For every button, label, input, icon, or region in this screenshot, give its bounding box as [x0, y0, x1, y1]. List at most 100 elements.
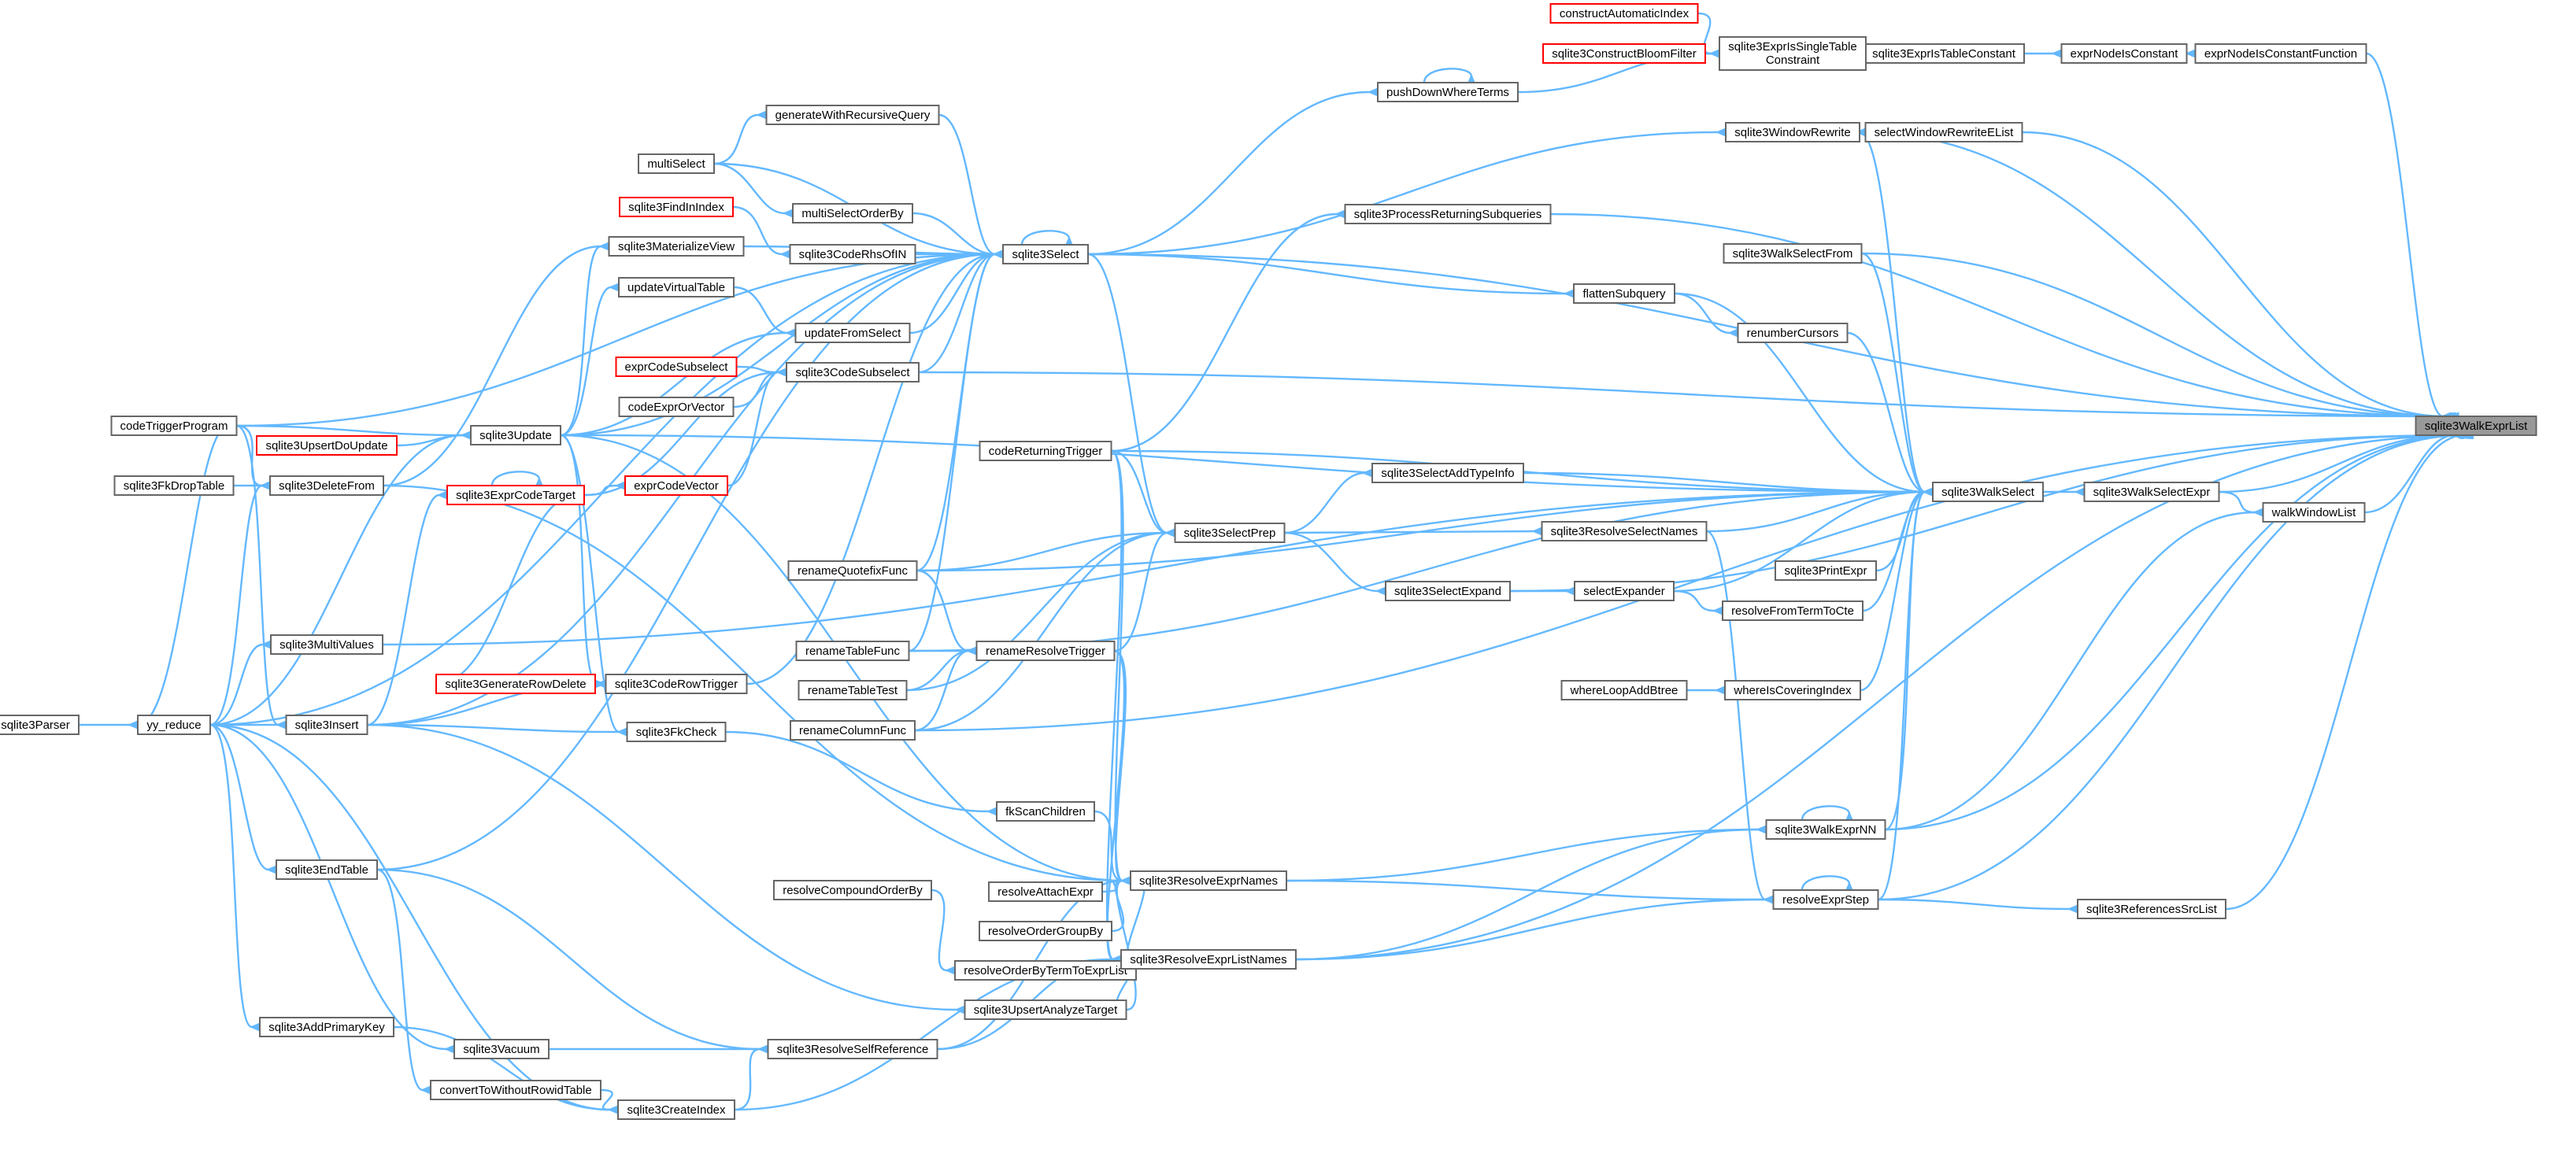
node-sqlite3-insert[interactable]: sqlite3Insert [285, 715, 368, 735]
node-box [1560, 680, 1688, 700]
node-where-is-covering-index[interactable]: whereIsCoveringIndex [1724, 680, 1861, 700]
node-yy-reduce[interactable]: yy_reduce [137, 715, 211, 735]
node-label: resolveFromTermToCte [1731, 604, 1854, 618]
node-rename-column-func[interactable]: renameColumnFunc [790, 720, 916, 741]
node-sqlite3-resolve-expr-list-names[interactable]: sqlite3ResolveExprListNames [1120, 949, 1297, 970]
node-multi-select-order-by[interactable]: multiSelectOrderBy [792, 203, 913, 224]
node-sqlite3-resolve-expr-names[interactable]: sqlite3ResolveExprNames [1130, 870, 1287, 891]
edge-updateVirtualTable-to-updateFromSelect [733, 286, 788, 333]
node-sqlite3-resolve-self-reference[interactable]: sqlite3ResolveSelfReference [767, 1039, 938, 1059]
node-sqlite3-code-row-trigger[interactable]: sqlite3CodeRowTrigger [605, 674, 748, 694]
node-sqlite3-walk-select-expr[interactable]: sqlite3WalkSelectExpr [2083, 482, 2220, 502]
node-box [1371, 463, 1524, 483]
node-sqlite3-code-subselect[interactable]: sqlite3CodeSubselect [786, 362, 920, 382]
node-code-trigger-program[interactable]: codeTriggerProgram [110, 416, 238, 436]
edge-yy_reduce-to-sqlite3MultiValues [209, 645, 263, 726]
node-label: sqlite3ProcessReturningSubqueries [1354, 208, 1542, 221]
edge-renameResolveTrigger-to-sqlite3SelectPrep [1114, 533, 1168, 652]
node-resolve-order-group-by[interactable]: resolveOrderGroupBy [979, 921, 1112, 941]
node-sqlite3-expr-is-table-constant[interactable]: sqlite3ExprIsTableConstant [1863, 43, 2025, 64]
edge-renameTableFunc-to-sqlite3WalkSelect [909, 492, 1926, 652]
node-box [638, 153, 715, 174]
node-sqlite3-select-prep[interactable]: sqlite3SelectPrep [1174, 523, 1286, 543]
node-sqlite3-generate-row-delete[interactable]: sqlite3GenerateRowDelete [435, 674, 596, 694]
node-label: updateVirtualTable [627, 281, 725, 294]
node-resolve-expr-step[interactable]: resolveExprStep [1772, 889, 1879, 910]
node-flatten-subquery[interactable]: flattenSubquery [1573, 283, 1675, 304]
node-expr-node-is-constant[interactable]: exprNodeIsConstant [2060, 43, 2188, 64]
node-sqlite3-walk-select[interactable]: sqlite3WalkSelect [1932, 482, 2044, 502]
node-expr-code-subselect[interactable]: exprCodeSubselect [615, 357, 738, 377]
node-construct-automatic-index[interactable]: constructAutomaticIndex [1549, 3, 1699, 24]
node-sqlite3-update[interactable]: sqlite3Update [470, 425, 561, 445]
node-sqlite3-resolve-select-names[interactable]: sqlite3ResolveSelectNames [1541, 521, 1708, 541]
node-expr-node-is-constant-function[interactable]: exprNodeIsConstantFunction [2194, 43, 2367, 64]
node-sqlite3-create-index[interactable]: sqlite3CreateIndex [617, 1099, 735, 1120]
node-sqlite3-fk-drop-table[interactable]: sqlite3FkDropTable [113, 475, 235, 496]
edge-renameQuotefixFunc-to-sqlite3SelectPrep [916, 533, 1168, 572]
node-label: sqlite3WalkSelect [1941, 486, 2035, 499]
node-sqlite3-materialize-view[interactable]: sqlite3MaterializeView [608, 236, 745, 257]
node-sqlite3-delete-from[interactable]: sqlite3DeleteFrom [269, 475, 384, 496]
node-label: updateFromSelect [805, 327, 901, 340]
node-label: sqlite3FindInIndex [628, 201, 724, 214]
node-sqlite3-vacuum[interactable]: sqlite3Vacuum [453, 1039, 550, 1059]
node-box [1772, 889, 1879, 910]
node-convert-to-without-rowid-table[interactable]: convertToWithoutRowidTable [430, 1080, 601, 1100]
node-label: sqlite3MultiValues [279, 638, 374, 652]
node-expr-code-vector[interactable]: exprCodeVector [624, 475, 728, 496]
node-push-down-where-terms[interactable]: pushDownWhereTerms [1377, 82, 1519, 102]
node-rename-table-func[interactable]: renameTableFunc [795, 641, 910, 661]
node-select-expander[interactable]: selectExpander [1574, 581, 1675, 601]
node-box [1542, 43, 1706, 64]
node-sqlite3-multi-values[interactable]: sqlite3MultiValues [270, 634, 383, 655]
node-sqlite3-walk-select-from[interactable]: sqlite3WalkSelectFrom [1723, 243, 1863, 264]
node-label: yy_reduce [146, 719, 201, 732]
node-resolve-compound-order-by[interactable]: resolveCompoundOrderBy [773, 880, 932, 900]
node-box [618, 397, 735, 417]
node-code-expr-or-vector[interactable]: codeExprOrVector [618, 397, 735, 417]
node-rename-table-test[interactable]: renameTableTest [798, 680, 908, 700]
node-sqlite3-select[interactable]: sqlite3Select [1002, 244, 1089, 264]
node-label: codeTriggerProgram [120, 419, 228, 433]
node-update-from-select[interactable]: updateFromSelect [794, 323, 911, 343]
node-sqlite3-code-rhs-of-in[interactable]: sqlite3CodeRhsOfIN [789, 244, 916, 264]
node-sqlite3-window-rewrite[interactable]: sqlite3WindowRewrite [1725, 122, 1860, 142]
node-sqlite3-process-returning-subqueries[interactable]: sqlite3ProcessReturningSubqueries [1344, 204, 1552, 224]
node-sqlite3-find-in-index[interactable]: sqlite3FindInIndex [619, 197, 734, 217]
node-fk-scan-children[interactable]: fkScanChildren [996, 801, 1095, 822]
node-rename-resolve-trigger[interactable]: renameResolveTrigger [975, 641, 1116, 661]
edge-codeTriggerProgram-to-sqlite3Update [236, 424, 464, 435]
node-box [626, 722, 727, 742]
node-sqlite3-parser[interactable]: sqlite3Parser [0, 715, 80, 735]
node-sqlite3-select-add-type-info[interactable]: sqlite3SelectAddTypeInfo [1371, 463, 1524, 483]
node-rename-quotefix-func[interactable]: renameQuotefixFunc [787, 560, 918, 581]
node-sqlite3-upsert-do-update[interactable]: sqlite3UpsertDoUpdate [256, 435, 398, 456]
node-sqlite3-construct-bloom-filter[interactable]: sqlite3ConstructBloomFilter [1542, 43, 1706, 64]
node-code-returning-trigger[interactable]: codeReturningTrigger [979, 441, 1112, 461]
node-resolve-order-by-term-to-expr-list[interactable]: resolveOrderByTermToExprList [954, 960, 1137, 981]
node-root[interactable]: sqlite3WalkExprList [2415, 416, 2537, 436]
node-sqlite3-references-src-list[interactable]: sqlite3ReferencesSrcList [2077, 899, 2226, 919]
node-update-virtual-table[interactable]: updateVirtualTable [618, 277, 735, 297]
node-multi-select[interactable]: multiSelect [638, 153, 715, 174]
node-generate-with-recursive-query[interactable]: generateWithRecursiveQuery [765, 105, 940, 125]
node-sqlite3-expr-code-target[interactable]: sqlite3ExprCodeTarget [446, 485, 585, 505]
node-sqlite3-print-expr[interactable]: sqlite3PrintExpr [1775, 560, 1877, 581]
node-sqlite3-fk-check[interactable]: sqlite3FkCheck [626, 722, 727, 742]
node-resolve-from-term-to-cte[interactable]: resolveFromTermToCte [1722, 600, 1864, 621]
node-where-loop-add-btree[interactable]: whereLoopAddBtree [1560, 680, 1688, 700]
node-renumber-cursors[interactable]: renumberCursors [1737, 323, 1849, 343]
node-sqlite3-end-table[interactable]: sqlite3EndTable [276, 859, 378, 880]
node-select-window-rewrite-elist[interactable]: selectWindowRewriteEList [1864, 122, 2023, 142]
node-sqlite3-walk-expr-nn[interactable]: sqlite3WalkExprNN [1765, 819, 1886, 840]
node-sqlite3-select-expand[interactable]: sqlite3SelectExpand [1385, 581, 1511, 601]
edge-sqlite3WalkExprNN-to-walkWindowList [1885, 512, 2256, 831]
node-sqlite3-upsert-analyze-target[interactable]: sqlite3UpsertAnalyzeTarget [964, 999, 1127, 1020]
node-walk-window-list[interactable]: walkWindowList [2262, 502, 2366, 523]
node-sqlite3-add-primary-key[interactable]: sqlite3AddPrimaryKey [259, 1017, 394, 1037]
node-resolve-attach-expr[interactable]: resolveAttachExpr [988, 881, 1103, 902]
edge-sqlite3WalkSelectFrom-to-sqlite3WalkSelect [1861, 252, 1926, 492]
node-box [1775, 560, 1877, 581]
